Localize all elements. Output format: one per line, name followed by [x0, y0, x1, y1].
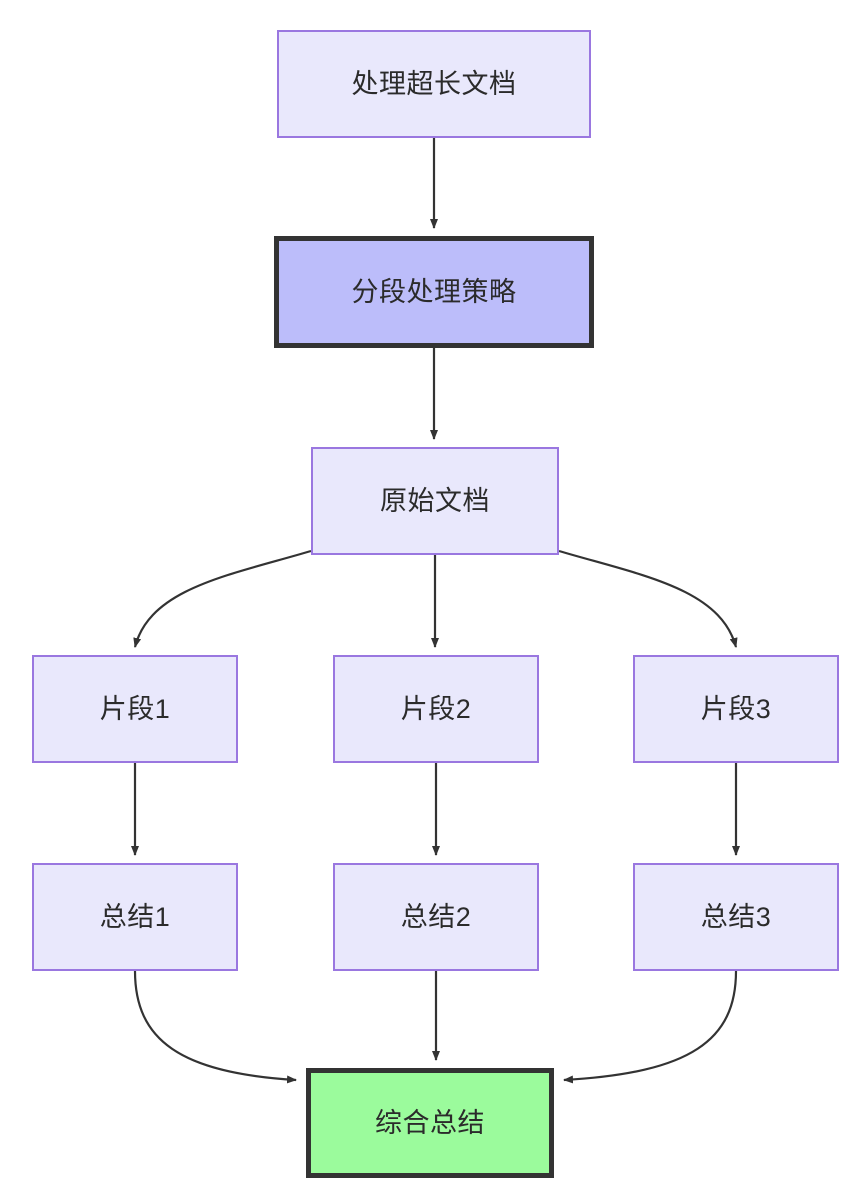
node-label: 总结3: [700, 901, 772, 932]
node-source-document[interactable]: 原始文档: [311, 447, 559, 555]
node-label: 片段3: [700, 693, 772, 724]
node-label: 总结1: [99, 901, 171, 932]
node-label: 片段2: [400, 693, 472, 724]
edge-sum3-to-final: [563, 970, 738, 1084]
node-summary-2[interactable]: 总结2: [333, 863, 539, 971]
node-summary-3[interactable]: 总结3: [633, 863, 839, 971]
node-chunk-2[interactable]: 片段2: [333, 655, 539, 763]
node-label: 处理超长文档: [351, 68, 517, 99]
node-chunk-1[interactable]: 片段1: [32, 655, 238, 763]
node-comprehensive-summary[interactable]: 综合总结: [306, 1068, 554, 1178]
node-label: 综合总结: [375, 1107, 485, 1138]
edge-sum1-to-final: [133, 970, 297, 1084]
node-summary-1[interactable]: 总结1: [32, 863, 238, 971]
node-chunked-processing-strategy[interactable]: 分段处理策略: [274, 236, 594, 348]
edge-source-to-chunk3: [558, 549, 738, 648]
node-chunk-3[interactable]: 片段3: [633, 655, 839, 763]
node-label: 分段处理策略: [351, 276, 517, 307]
node-label: 原始文档: [380, 485, 490, 516]
node-label: 片段1: [99, 693, 171, 724]
edge-source-to-chunk1: [133, 549, 312, 648]
node-label: 总结2: [400, 901, 472, 932]
node-process-long-document[interactable]: 处理超长文档: [277, 30, 591, 138]
